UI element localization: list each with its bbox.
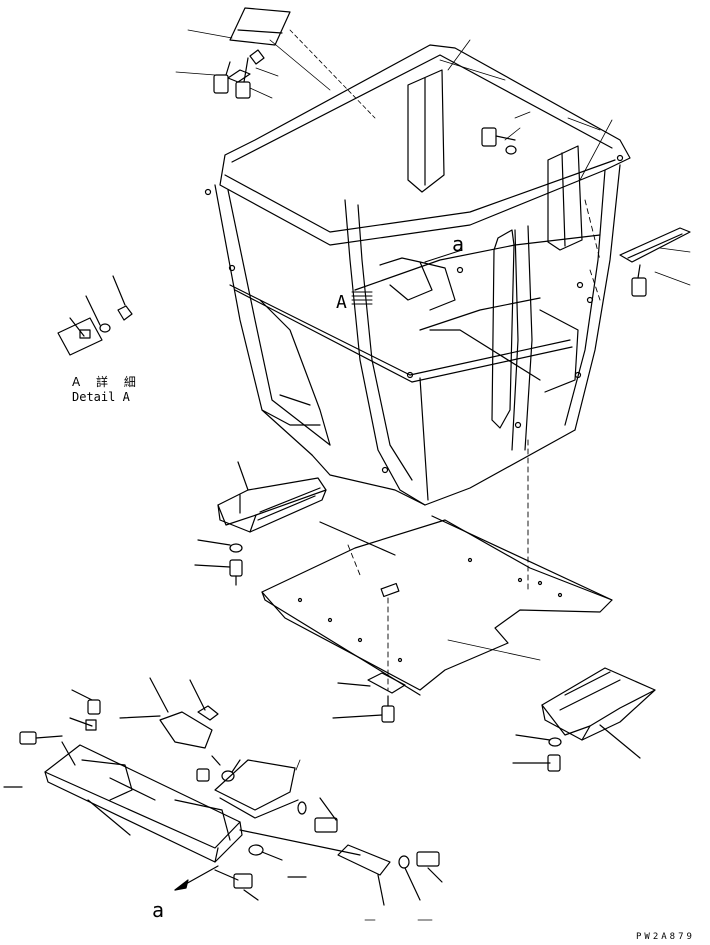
floor-plate	[261, 515, 613, 696]
detail-a-label-japanese: A 詳 細	[72, 375, 142, 389]
right-bracket	[619, 227, 691, 297]
callout-a-top: a	[452, 232, 465, 256]
wire-harness	[351, 249, 463, 305]
grip-handle	[196, 755, 338, 833]
detail-a-label-english: Detail A	[72, 390, 130, 404]
bottom-nut-bolt	[214, 844, 307, 901]
leader-lines-misc	[295, 759, 433, 921]
leader-lines-top	[175, 29, 691, 286]
tool-box-bolts	[3, 689, 101, 788]
bottom-right-plate	[239, 829, 443, 906]
cab-frame	[204, 44, 631, 506]
callout-a-bottom: a	[152, 898, 165, 922]
detail-a-assembly	[57, 275, 133, 356]
top-bracket	[213, 7, 291, 99]
callout-A-marker: A	[336, 292, 347, 313]
tool-box-bracket	[119, 677, 219, 749]
top-bolt	[481, 127, 517, 155]
drawing-reference-number: PW2A879	[636, 932, 695, 942]
left-step-box	[194, 461, 396, 586]
hidden-lines	[347, 199, 601, 691]
tool-box	[44, 719, 243, 863]
floor-clip	[332, 672, 406, 723]
right-step-box	[512, 667, 656, 772]
arrow-a	[174, 865, 219, 891]
